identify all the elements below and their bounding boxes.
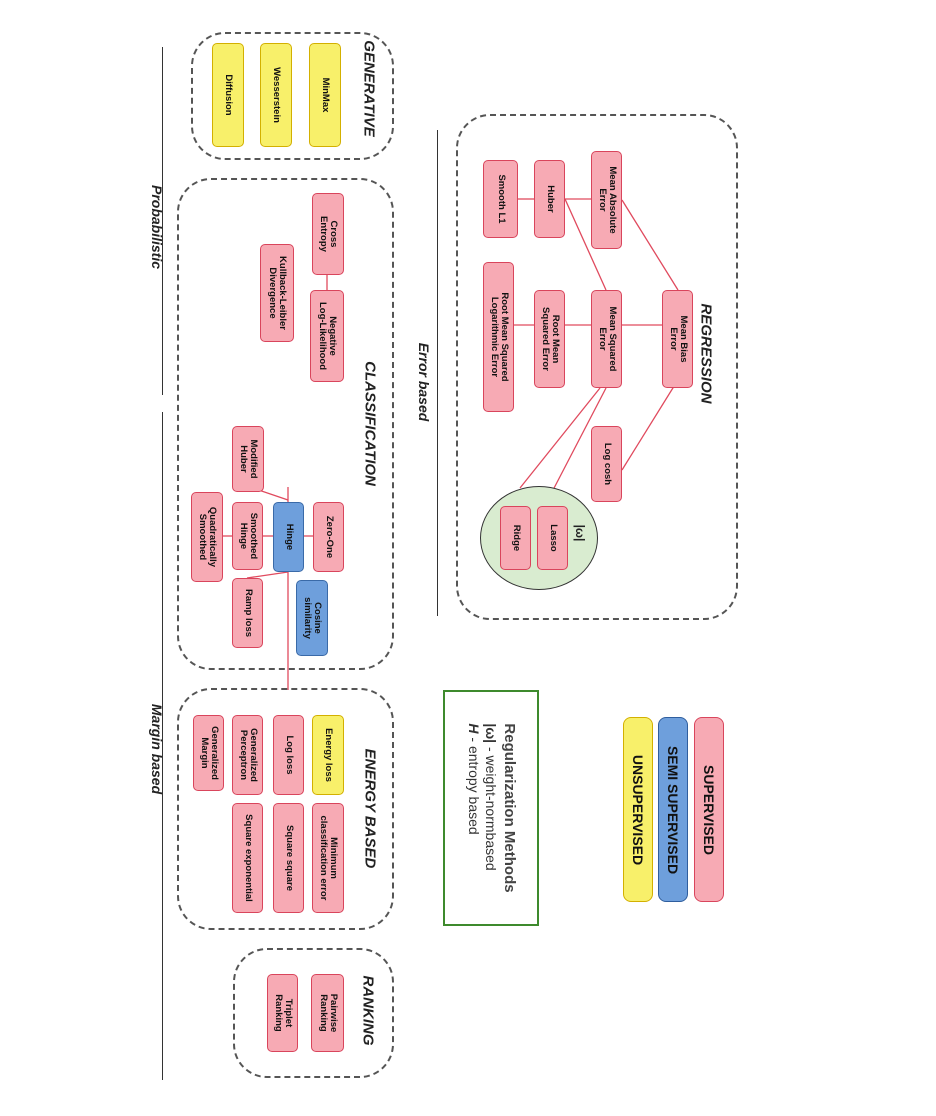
node-log-loss: Log loss bbox=[273, 715, 304, 795]
node-diffusion: Diffusion bbox=[212, 43, 244, 147]
regularization-methods-text: Regularization Methods |ω| - weight-norm… bbox=[464, 723, 518, 892]
margin-based-axis-line bbox=[162, 412, 164, 1080]
classification-title: CLASSIFICATION bbox=[361, 361, 379, 486]
node-mean-bias-error: Mean Bias Error bbox=[662, 290, 693, 388]
regularization-line-2: H - entropy based bbox=[465, 723, 482, 835]
node-mean-squared-error: Mean Squared Error bbox=[591, 290, 622, 388]
node-square-square: Square square bbox=[273, 803, 304, 913]
node-smoothed-hinge: Smoothed Hinge bbox=[232, 502, 263, 570]
error-based-axis-line bbox=[437, 130, 439, 616]
node-quadratically-smoothed: Quadratically Smoothed bbox=[191, 492, 223, 582]
energy-based-title: ENERGY BASED bbox=[361, 748, 379, 869]
error-based-label: Error based bbox=[416, 342, 432, 422]
ranking-group bbox=[233, 948, 394, 1078]
node-mean-absolute-error: Mean Absolute Error bbox=[591, 151, 622, 249]
regularization-title: Regularization Methods bbox=[500, 723, 518, 893]
node-ramp-loss: Ramp loss bbox=[232, 578, 263, 648]
legend-semi-supervised: SEMI SUPERVISED bbox=[658, 717, 688, 902]
regression-group bbox=[456, 114, 738, 620]
node-negative-log-likelihood: Negative Log-Likelihood bbox=[310, 290, 344, 382]
regression-title: REGRESSION bbox=[697, 303, 715, 404]
node-cross-entropy: Cross Entropy bbox=[312, 193, 344, 275]
omega-label: |ω| bbox=[573, 524, 587, 542]
node-generalized-margin: Generalized Margin bbox=[193, 715, 224, 791]
node-zero-one: Zero-One bbox=[313, 502, 344, 572]
node-ridge: Ridge bbox=[500, 506, 531, 570]
probabilistic-label: Probabilistic bbox=[149, 184, 165, 270]
regularization-methods-box: Regularization Methods |ω| - weight-norm… bbox=[443, 690, 539, 926]
node-rmsle: Root Mean Squared Logarithmic Error bbox=[483, 262, 514, 412]
generative-title: GENERATIVE bbox=[360, 40, 378, 137]
energy-based-group bbox=[177, 688, 394, 930]
regularization-line-1: |ω| - weight-normbased bbox=[483, 723, 500, 871]
node-triplet-ranking: Triplet Ranking bbox=[267, 974, 298, 1052]
node-huber: Huber bbox=[534, 160, 565, 238]
ranking-title: RANKING bbox=[359, 975, 377, 1046]
node-square-exponential: Square exponential bbox=[232, 803, 263, 913]
node-lasso: Lasso bbox=[537, 506, 568, 570]
node-hinge: Hinge bbox=[273, 502, 304, 572]
node-minmax: MinMax bbox=[309, 43, 341, 147]
legend-unsupervised: UNSUPERVISED bbox=[623, 717, 653, 902]
node-modified-huber: Modified Huber bbox=[232, 426, 264, 492]
margin-based-label: Margin based bbox=[149, 703, 165, 795]
node-energy-loss: Energy loss bbox=[312, 715, 344, 795]
probabilistic-axis-line bbox=[162, 47, 164, 395]
node-wesserstein: Wesserstein bbox=[260, 43, 292, 147]
node-smooth-l1: Smooth L1 bbox=[483, 160, 518, 238]
node-generalized-perceptron: Generalized Perceptron bbox=[232, 715, 263, 795]
node-cosine-similarity: Cosine similarity bbox=[296, 580, 328, 656]
classification-group bbox=[177, 178, 394, 670]
node-kl-divergence: Kullback-Leibler Divergence bbox=[260, 244, 294, 342]
node-root-mean-squared-error: Root Mean Squared Error bbox=[534, 290, 565, 388]
node-log-cosh: Log cosh bbox=[591, 426, 622, 502]
node-pairwise-ranking: Pairwise Ranking bbox=[311, 974, 344, 1052]
generative-group bbox=[191, 32, 394, 160]
legend-supervised: SUPERVISED bbox=[694, 717, 724, 902]
node-minimum-classification-error: Minimum classification error bbox=[312, 803, 344, 913]
